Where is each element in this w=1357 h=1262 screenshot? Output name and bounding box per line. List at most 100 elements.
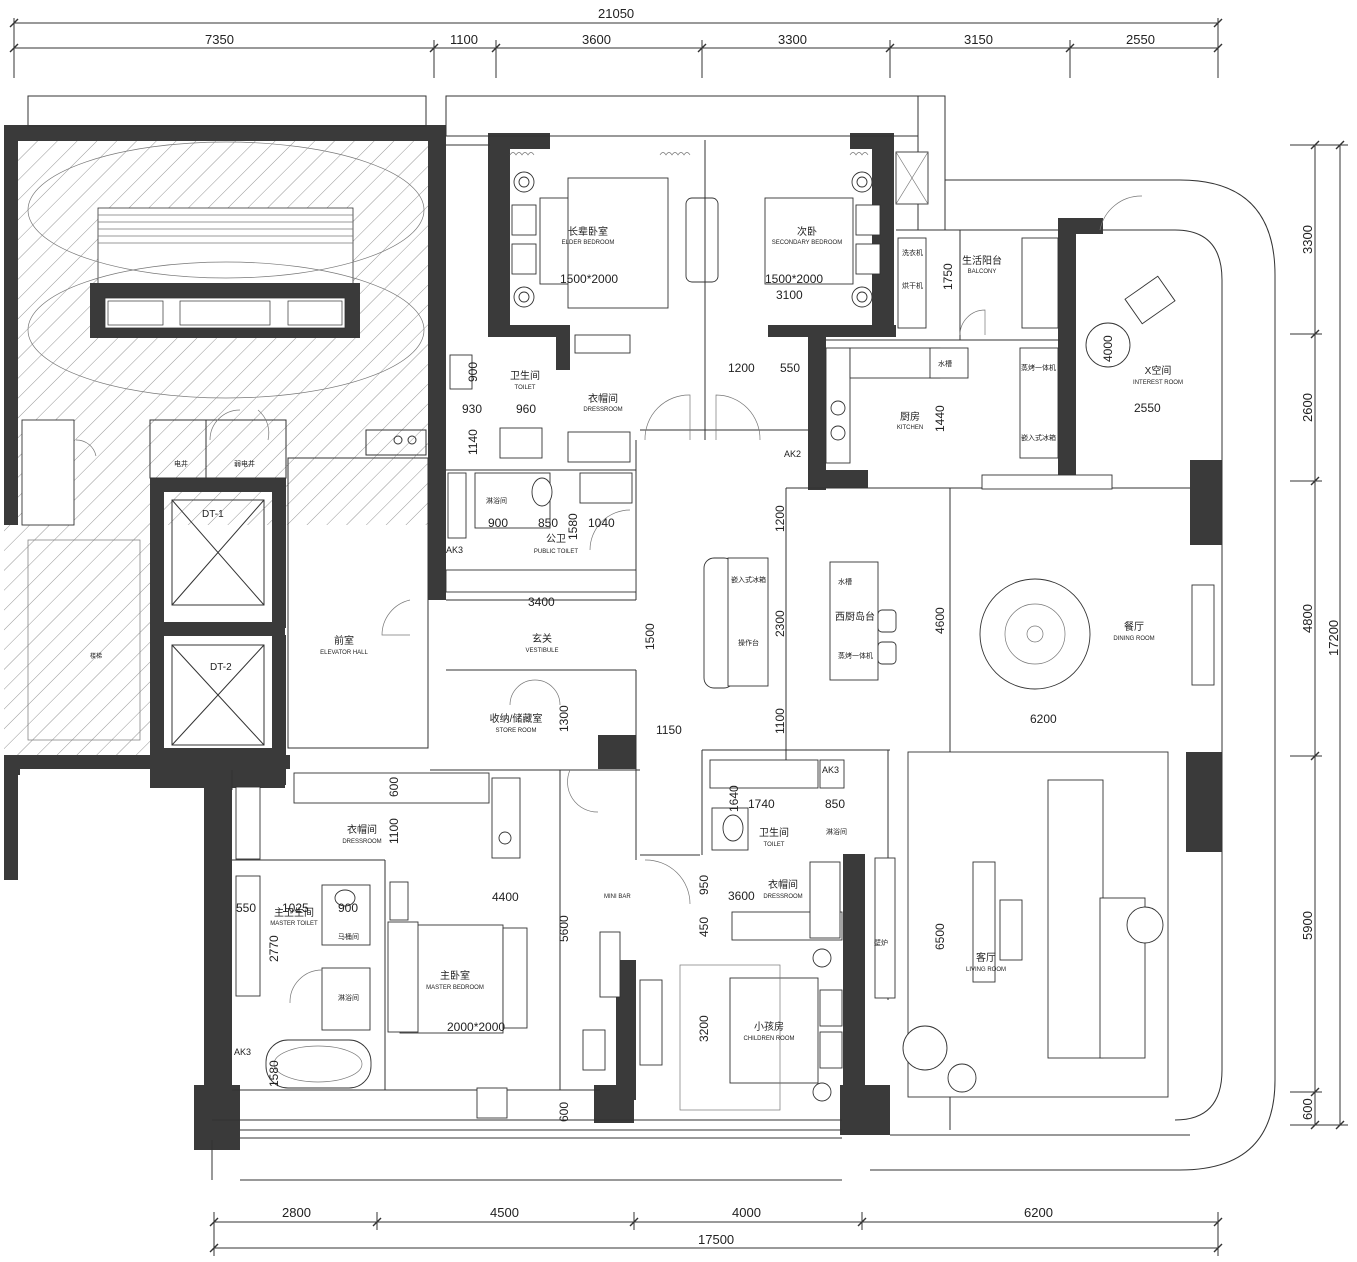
label-toilet-room-master: 马桶间 bbox=[338, 932, 359, 941]
dim-1740: 1740 bbox=[748, 797, 775, 811]
room-master-bedroom-en: MASTER BEDROOM bbox=[426, 985, 484, 991]
dim-1500: 1500 bbox=[643, 623, 657, 650]
room-secondary-bedroom: 次卧 bbox=[797, 225, 817, 238]
label-counter: 操作台 bbox=[738, 638, 759, 647]
dim-2550-x: 2550 bbox=[1134, 401, 1161, 415]
dim-2300: 2300 bbox=[773, 610, 787, 637]
room-island: 西厨岛台 bbox=[835, 610, 875, 623]
label-sink-island: 水槽 bbox=[838, 577, 852, 586]
room-master-toilet: 主卫生间 bbox=[274, 906, 314, 919]
dim-850-kid: 850 bbox=[825, 797, 845, 811]
dim-1025: 1025 bbox=[282, 901, 309, 915]
room-dressroom-top: 衣帽间 bbox=[588, 392, 618, 405]
room-toilet-kid: 卫生间 bbox=[759, 826, 789, 839]
label-shower-public: 淋浴间 bbox=[486, 496, 507, 505]
dim-450: 450 bbox=[697, 917, 711, 937]
dimension-lines bbox=[13, 18, 1348, 1256]
dim-right-5: 600 bbox=[1300, 1098, 1315, 1120]
label-fridge-builtin: 嵌入式冰箱 bbox=[1021, 433, 1056, 442]
label-ak3-c: AK3 bbox=[234, 1047, 251, 1057]
dim-3600-kid: 3600 bbox=[728, 889, 755, 903]
room-dressroom-master: 衣帽间 bbox=[347, 823, 377, 836]
dim-950: 950 bbox=[697, 875, 711, 895]
dim-960: 960 bbox=[516, 402, 536, 416]
fixture-labels: 淋浴间 淋浴间 淋浴间 马桶间 洗衣机 烘干机 水槽 水槽 蒸烤一体机 蒸烤一体… bbox=[174, 248, 1056, 1057]
room-dressroom-master-en: DRESSROOM bbox=[342, 839, 381, 845]
dim-bottom-3: 4000 bbox=[732, 1205, 761, 1220]
room-living: 客厅 bbox=[976, 951, 996, 964]
label-sink: 水槽 bbox=[938, 359, 952, 368]
room-toilet-top: 卫生间 bbox=[510, 369, 540, 382]
room-kitchen-en: KITCHEN bbox=[897, 425, 923, 431]
label-dt1: DT-1 bbox=[202, 509, 224, 520]
room-vestibule: 玄关 bbox=[532, 632, 552, 645]
label-ak3-a: AK3 bbox=[446, 545, 463, 555]
dim-3400: 3400 bbox=[528, 595, 555, 609]
room-vestibule-en: VESTIBULE bbox=[525, 648, 558, 654]
dim-6200-mid: 6200 bbox=[1030, 712, 1057, 726]
dim-1750: 1750 bbox=[941, 263, 955, 290]
label-dt2: DT-2 bbox=[210, 662, 232, 673]
dim-bottom-1: 2800 bbox=[282, 1205, 311, 1220]
room-elevator-hall-en: ELEVATOR HALL bbox=[320, 650, 368, 656]
dim-550-master: 550 bbox=[236, 901, 256, 915]
room-balcony: 生活阳台 bbox=[962, 254, 1002, 267]
room-children: 小孩房 bbox=[754, 1020, 784, 1033]
dim-1640: 1640 bbox=[727, 785, 741, 812]
room-interest: X空间 bbox=[1145, 364, 1172, 377]
label-elec-shaft: 电井 bbox=[174, 459, 188, 468]
dimension-labels: 21050 7350 1100 3600 3300 3150 2550 2800… bbox=[205, 6, 1341, 1247]
dim-850-bath: 850 bbox=[538, 516, 558, 530]
dim-top-6: 2550 bbox=[1126, 32, 1155, 47]
room-dressroom-kid: 衣帽间 bbox=[768, 878, 798, 891]
dim-3100: 3100 bbox=[776, 288, 803, 302]
bed-size-master: 2000*2000 bbox=[447, 1020, 505, 1034]
dim-600-bottom: 600 bbox=[557, 1102, 571, 1122]
label-fridge-builtin-2: 嵌入式冰箱 bbox=[731, 575, 766, 584]
dim-1100-dress: 1100 bbox=[387, 818, 401, 844]
dim-900-toilet: 900 bbox=[466, 362, 480, 382]
room-interest-en: INTEREST ROOM bbox=[1133, 380, 1183, 386]
dim-bottom-total: 17500 bbox=[698, 1232, 734, 1247]
dim-5600: 5600 bbox=[557, 915, 571, 942]
label-ak3-b: AK3 bbox=[822, 765, 839, 775]
dim-1040-bath: 1040 bbox=[588, 516, 615, 530]
room-balcony-en: BALCONY bbox=[968, 269, 997, 275]
room-elder-bedroom: 长辈卧室 bbox=[568, 225, 608, 238]
svg-text:楼梯: 楼梯 bbox=[90, 652, 102, 660]
dim-4400: 4400 bbox=[492, 890, 519, 904]
room-master-toilet-en: MASTER TOILET bbox=[270, 921, 318, 927]
dim-top-total: 21050 bbox=[598, 6, 634, 21]
dim-930: 930 bbox=[462, 402, 482, 416]
interior-dimensions: 900 930 960 1140 1200 550 1750 3100 1440… bbox=[236, 263, 1161, 1122]
room-elevator-hall: 前室 bbox=[334, 634, 354, 647]
label-weak-shaft: 弱电井 bbox=[234, 459, 255, 468]
dim-top-5: 3150 bbox=[964, 32, 993, 47]
furniture bbox=[21, 140, 1215, 1119]
dim-1580-bath: 1580 bbox=[566, 513, 580, 540]
room-secondary-bedroom-en: SECONDARY BEDROOM bbox=[772, 240, 842, 246]
dim-1150: 1150 bbox=[656, 723, 682, 737]
room-public-toilet-en: PUBLIC TOILET bbox=[534, 549, 578, 555]
door-swings bbox=[75, 195, 1143, 1004]
dimension-ticks bbox=[9, 18, 1345, 1253]
bed-size-secondary: 1500*2000 bbox=[765, 272, 823, 286]
room-store: 收纳/储藏室 bbox=[490, 712, 543, 725]
room-store-en: STORE ROOM bbox=[496, 728, 537, 734]
label-oven-steam: 蒸烤一体机 bbox=[1021, 363, 1056, 372]
label-shower-master: 淋浴间 bbox=[338, 993, 359, 1002]
dim-600-dress: 600 bbox=[387, 777, 401, 797]
dim-right-3: 4800 bbox=[1300, 604, 1315, 633]
walls bbox=[4, 125, 1222, 1150]
dim-900-master: 900 bbox=[338, 901, 358, 915]
dim-1140: 1140 bbox=[466, 429, 480, 455]
label-dryer: 烘干机 bbox=[902, 281, 923, 290]
room-children-en: CHILDREN ROOM bbox=[743, 1036, 794, 1042]
dim-top-3: 3600 bbox=[582, 32, 611, 47]
room-dining-en: DINING ROOM bbox=[1113, 636, 1154, 642]
dim-3200: 3200 bbox=[697, 1015, 711, 1042]
room-kitchen: 厨房 bbox=[900, 410, 920, 423]
dim-900-bath: 900 bbox=[488, 516, 508, 530]
dim-bottom-2: 4500 bbox=[490, 1205, 519, 1220]
